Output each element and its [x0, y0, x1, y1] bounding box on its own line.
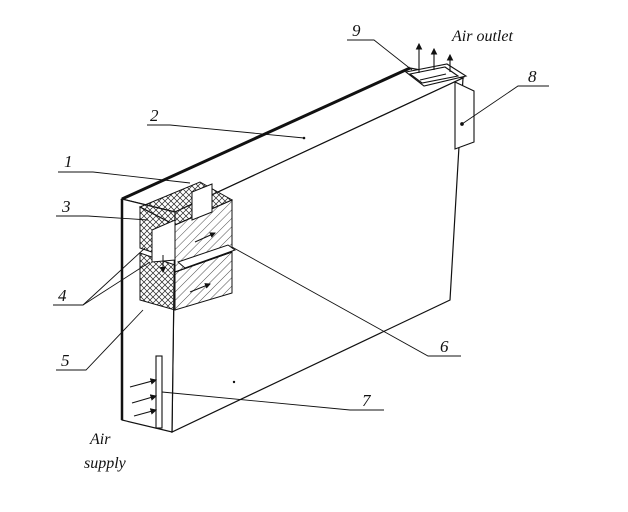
outlet-arrows: [415, 42, 454, 73]
leader-lines: [53, 39, 549, 411]
cutaway-block: [138, 181, 237, 311]
outlet-fitting: [404, 63, 468, 87]
label-3: 3: [61, 197, 71, 216]
label-5: 5: [61, 351, 70, 370]
air-supply-label-line2: supply: [84, 455, 127, 472]
air-supply-label-line1: Air: [89, 431, 111, 448]
label-8: 8: [528, 67, 537, 86]
side-box: [454, 81, 475, 150]
label-1: 1: [64, 152, 73, 171]
flow-arrows: [160, 232, 216, 293]
label-4: 4: [58, 286, 67, 305]
label-6: 6: [440, 337, 449, 356]
label-2: 2: [150, 106, 159, 125]
label-9: 9: [352, 21, 361, 40]
surface-dot: [232, 380, 236, 384]
label-7: 7: [362, 391, 372, 410]
air-outlet-label: Air outlet: [451, 28, 513, 45]
